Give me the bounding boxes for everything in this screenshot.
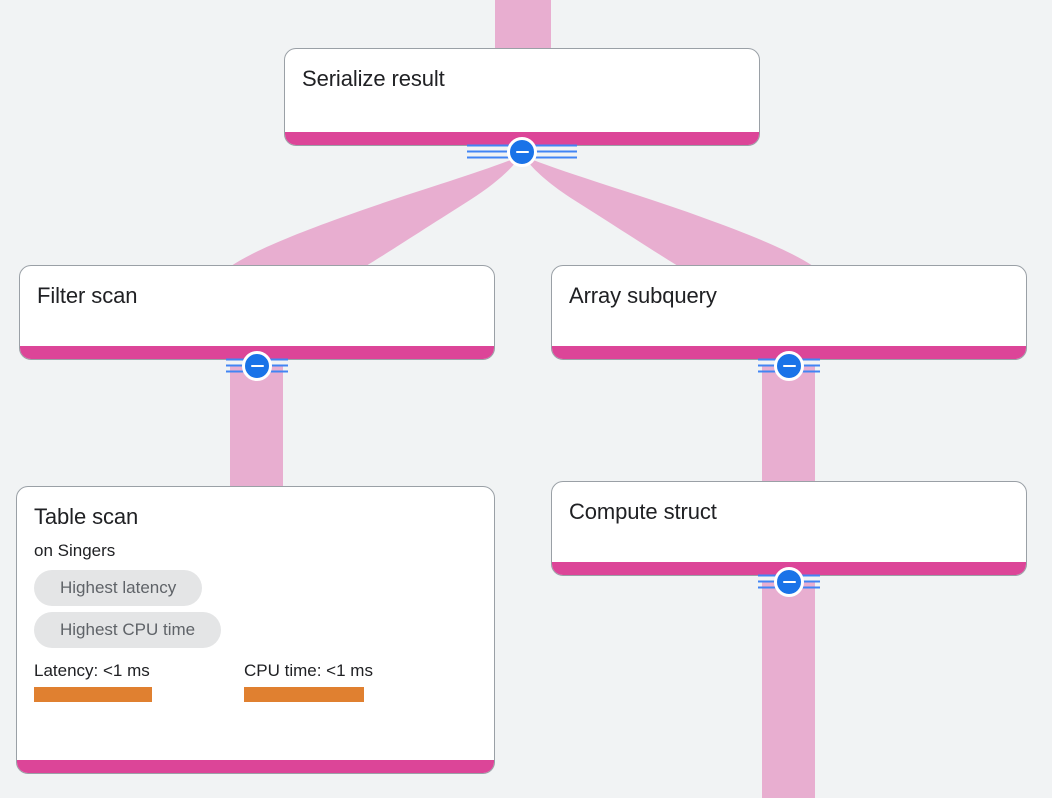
collapse-toggle-compute-struct[interactable] (758, 567, 820, 597)
node-accent-bar (17, 760, 494, 773)
node-title: Filter scan (37, 283, 138, 308)
edge-compute-struct-down (762, 582, 815, 798)
node-body: Filter scan (20, 266, 494, 346)
node-title: Serialize result (302, 66, 445, 91)
minus-icon[interactable] (242, 351, 272, 381)
node-array-subquery[interactable]: Array subquery (551, 265, 1027, 360)
metric-latency-bar-track (34, 687, 244, 702)
metric-latency-label: Latency: <1 ms (34, 661, 150, 680)
node-body: Table scan on Singers Highest latency Hi… (17, 487, 494, 760)
edge-serialize-to-filter-scan (231, 158, 516, 266)
node-compute-struct[interactable]: Compute struct (551, 481, 1027, 576)
node-filter-scan[interactable]: Filter scan (19, 265, 495, 360)
metric-cpu-time: CPU time: <1 ms (244, 660, 373, 702)
metric-latency: Latency: <1 ms (34, 660, 244, 702)
node-body: Array subquery (552, 266, 1026, 346)
metric-cpu-time-bar (244, 687, 364, 702)
node-title: Array subquery (569, 283, 717, 308)
status-badge-highest-cpu-time: Highest CPU time (34, 612, 222, 648)
minus-icon[interactable] (774, 351, 804, 381)
node-metrics: Latency: <1 ms CPU time: <1 ms (34, 660, 477, 702)
node-serialize-result[interactable]: Serialize result (284, 48, 760, 146)
node-subtitle: on Singers (34, 541, 116, 560)
node-title: Compute struct (569, 499, 717, 524)
node-body: Compute struct (552, 482, 1026, 562)
node-table-scan[interactable]: Table scan on Singers Highest latency Hi… (16, 486, 495, 774)
edge-filter-scan-to-table-scan (230, 366, 283, 486)
edge-serialize-to-array-subquery (528, 158, 813, 266)
metric-cpu-time-bar-track (244, 687, 373, 702)
metric-cpu-time-label: CPU time: <1 ms (244, 661, 373, 680)
edge-array-subquery-to-compute-struct (762, 366, 815, 486)
collapse-toggle-serialize-result[interactable] (467, 137, 577, 167)
minus-icon[interactable] (774, 567, 804, 597)
metric-latency-bar (34, 687, 152, 702)
collapse-toggle-filter-scan[interactable] (226, 351, 288, 381)
node-title: Table scan (34, 504, 139, 529)
edge-incoming-top (495, 0, 551, 54)
node-badges: Highest latency Highest CPU time (34, 570, 477, 648)
node-body: Serialize result (285, 49, 759, 132)
minus-icon[interactable] (507, 137, 537, 167)
status-badge-highest-latency: Highest latency (34, 570, 203, 606)
collapse-toggle-array-subquery[interactable] (758, 351, 820, 381)
